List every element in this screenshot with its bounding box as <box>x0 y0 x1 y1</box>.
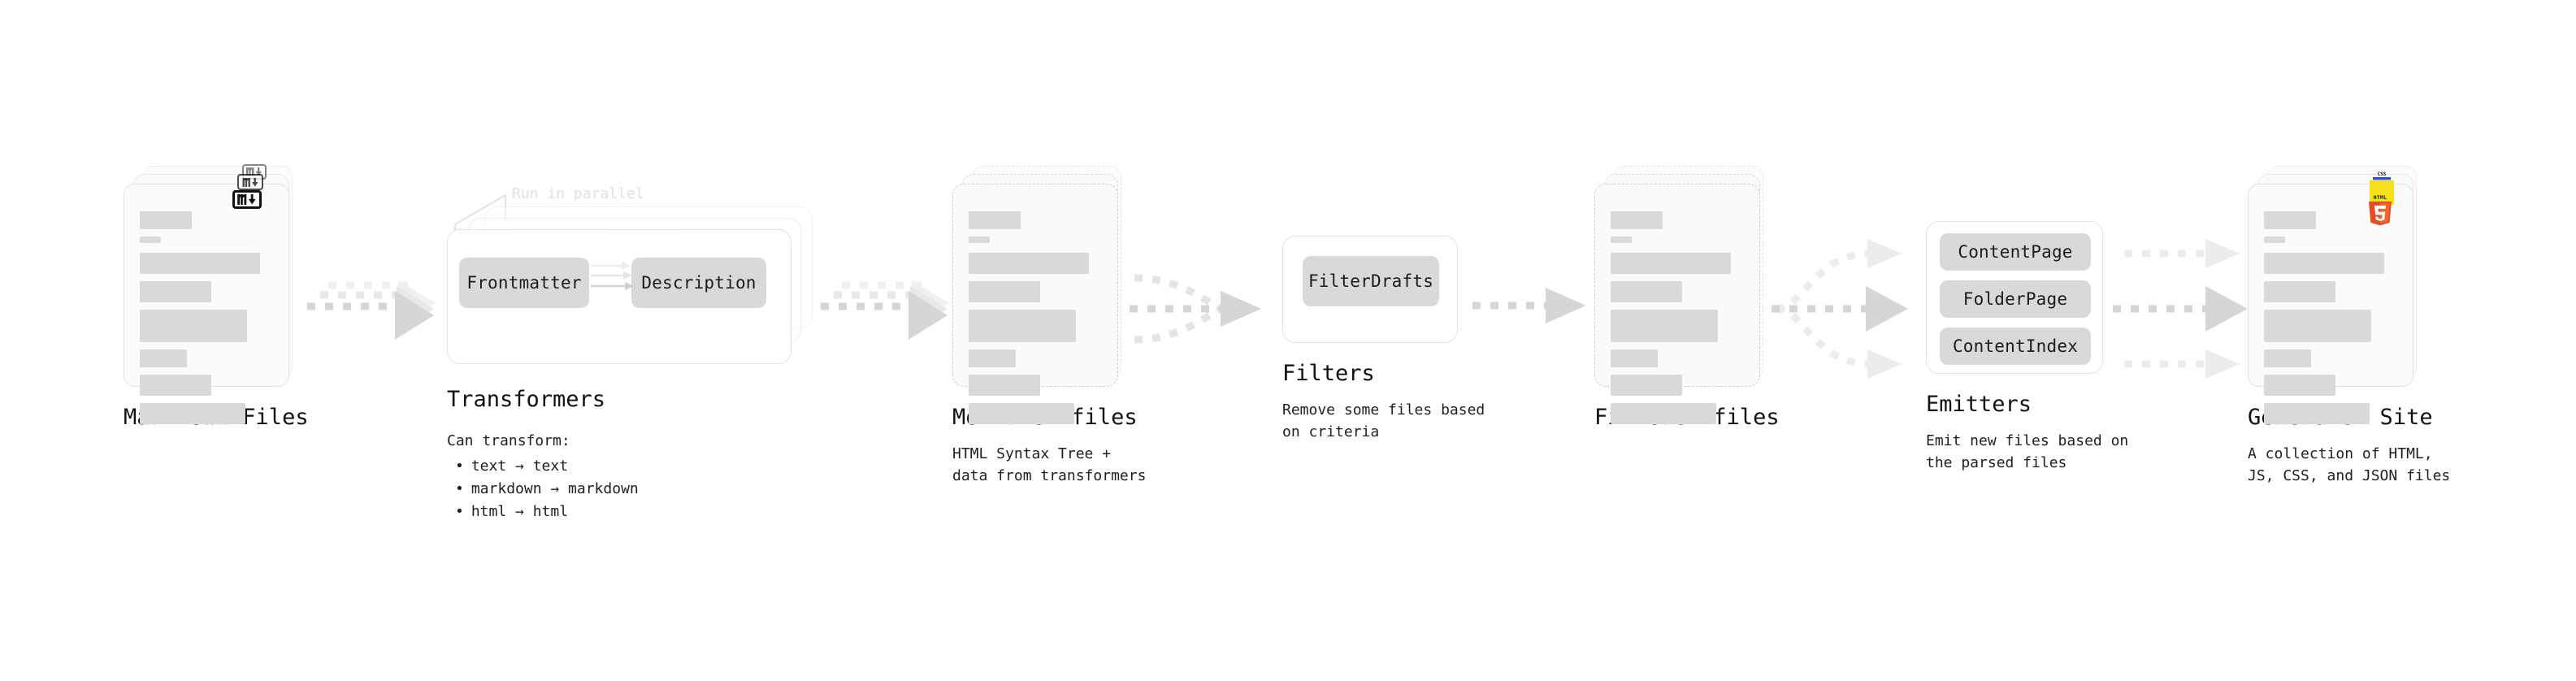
placeholder-bar <box>2264 281 2335 302</box>
placeholder-bar <box>2264 403 2370 424</box>
placeholder-bar <box>1611 349 1658 367</box>
filters-box-wrap: FilterDrafts <box>1282 236 1458 343</box>
stage-modified-files: Modified files HTML Syntax Tree + data f… <box>952 166 1146 488</box>
placeholder-bar <box>1611 211 1663 229</box>
placeholder-bar <box>1611 375 1682 396</box>
placeholder-bar <box>969 310 1076 342</box>
filters-group-box: FilterDrafts <box>1282 236 1458 343</box>
placeholder-bar <box>969 349 1016 367</box>
connector-filters-to-filtered <box>1472 273 1594 341</box>
placeholder-bar <box>1611 310 1718 342</box>
markdown-icon <box>232 190 262 209</box>
filter-chip-filterdrafts[interactable]: FilterDrafts <box>1303 256 1439 306</box>
generated-site-description: A collection of HTML, JS, CSS, and JSON … <box>2248 445 2451 485</box>
placeholder-bar <box>969 403 1074 424</box>
placeholder-bar <box>969 281 1040 302</box>
transformer-layer-front: Frontmatter Description <box>447 229 791 364</box>
stage-title-filters: Filters <box>1282 361 1375 386</box>
stage-filtered-files: Filtered files <box>1594 166 1780 430</box>
transformers-bullet-markdown: markdown → markdown <box>455 478 821 501</box>
javascript-icon <box>2370 180 2394 205</box>
placeholder-bar <box>1611 281 1682 302</box>
dashed-arrow-parallel <box>2113 239 2248 379</box>
connector-emitters-to-site <box>2113 236 2259 385</box>
connector-filtered-to-emitters <box>1772 236 1922 385</box>
connector-transformers-to-modified <box>821 268 959 349</box>
html5-icon: HTML <box>2366 192 2394 229</box>
transformers-bullet-html: html → html <box>455 501 821 523</box>
document-content <box>1594 184 1760 424</box>
document-content <box>952 184 1118 424</box>
run-in-parallel-label: Run in parallel <box>512 185 644 202</box>
placeholder-bar <box>969 211 1021 229</box>
stage-title-transformers: Transformers <box>447 387 606 412</box>
placeholder-bar <box>140 310 247 342</box>
placeholder-bar <box>969 375 1040 396</box>
dashed-arrow <box>1472 288 1586 323</box>
connector-markdown-to-transformers <box>307 268 445 349</box>
dashed-arrow-group <box>821 280 949 340</box>
placeholder-bar <box>1611 253 1731 274</box>
placeholder-bar <box>140 403 245 424</box>
transformers-bullet-text: text → text <box>455 455 821 478</box>
placeholder-bar <box>140 236 161 243</box>
transformers-bullet-list: text → text markdown → markdown html → h… <box>455 455 821 523</box>
svg-text:CSS: CSS <box>2378 171 2387 177</box>
placeholder-bar <box>1611 403 1716 424</box>
document-content <box>124 184 289 424</box>
stage-generated-site: CSS HTML Generated Site A collection of … <box>2248 166 2450 488</box>
stage-title-emitters: Emitters <box>1926 392 2032 417</box>
emitters-box-wrap: ContentPage FolderPage ContentIndex <box>1926 221 2103 374</box>
dashed-arrow-group <box>307 280 436 340</box>
placeholder-bar <box>2264 211 2316 229</box>
stage-markdown-files: Markdown Files <box>124 164 309 430</box>
transformer-chip-frontmatter[interactable]: Frontmatter <box>459 258 589 308</box>
placeholder-bar <box>140 281 211 302</box>
placeholder-bar <box>969 253 1089 274</box>
svg-text:HTML: HTML <box>2374 194 2387 201</box>
connector-modified-to-filters <box>1130 268 1276 353</box>
filtered-file-stack <box>1594 166 1763 424</box>
stage-emitters: ContentPage FolderPage ContentIndex Emit… <box>1926 221 2128 475</box>
placeholder-bar <box>1611 236 1632 243</box>
generated-site-file-stack: CSS HTML <box>2248 166 2417 424</box>
placeholder-bar <box>969 236 990 243</box>
placeholder-bar <box>2264 310 2371 342</box>
modified-file-stack <box>952 166 1121 424</box>
transformer-inner-arrows <box>591 262 634 290</box>
emitter-chip-folderpage[interactable]: FolderPage <box>1940 280 2091 318</box>
stage-transformers: Run in parallel Frontmatter Description <box>447 185 821 523</box>
emitters-group-box: ContentPage FolderPage ContentIndex <box>1926 221 2103 374</box>
placeholder-bar <box>2264 236 2285 243</box>
dashed-arrow-fanout <box>1772 239 1908 379</box>
transformers-stack: Run in parallel Frontmatter Description <box>447 185 821 379</box>
emitter-chip-contentpage[interactable]: ContentPage <box>1940 233 2091 271</box>
markdown-file-stack <box>124 164 293 424</box>
css3-icon: CSS <box>2371 170 2392 186</box>
transformers-description: Can transform: <box>447 432 570 449</box>
dashed-arrow-merge <box>1130 274 1261 344</box>
placeholder-bar <box>140 375 211 396</box>
placeholder-bar <box>140 253 260 274</box>
stage-filters: FilterDrafts Filters Remove some files b… <box>1282 236 1485 444</box>
filters-description: Remove some files based on criteria <box>1282 401 1485 441</box>
placeholder-bar <box>2264 349 2311 367</box>
emitters-description: Emit new files based on the parsed files <box>1926 432 2129 472</box>
placeholder-bar <box>2264 375 2335 396</box>
placeholder-bar <box>140 349 187 367</box>
modified-files-description: HTML Syntax Tree + data from transformer… <box>952 445 1147 485</box>
transformer-chip-description[interactable]: Description <box>631 258 766 308</box>
markdown-icon-middle <box>237 174 263 190</box>
document-content <box>2248 184 2413 424</box>
placeholder-bar <box>140 211 192 229</box>
placeholder-bar <box>2264 253 2384 274</box>
emitter-chip-contentindex[interactable]: ContentIndex <box>1940 327 2091 365</box>
